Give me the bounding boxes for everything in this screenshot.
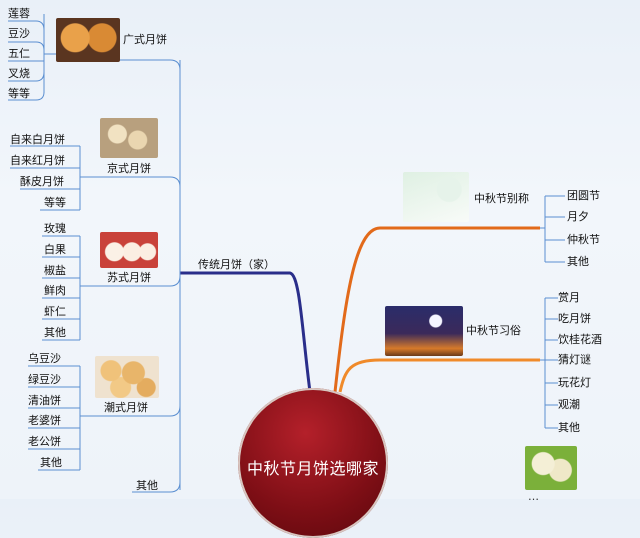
cantonese-item: 五仁 xyxy=(8,47,30,60)
chaozhou-item: 绿豆沙 xyxy=(28,373,61,386)
customs-item: 饮桂花酒 xyxy=(558,333,602,346)
cantonese-item: 豆沙 xyxy=(8,27,30,40)
chaozhou-item: 其他 xyxy=(40,456,62,469)
lantern-night-image xyxy=(385,306,463,356)
traditional-mooncake-label: 传统月饼（家） xyxy=(198,258,275,271)
beijing-label: 京式月饼 xyxy=(107,162,151,175)
customs-item: 观潮 xyxy=(558,398,580,411)
suzhou-label: 苏式月饼 xyxy=(107,271,151,284)
alias-item: 仲秋节 xyxy=(567,233,600,246)
chaozhou-item: 清油饼 xyxy=(28,394,61,407)
center-topic-label: 中秋节月饼选哪家 xyxy=(246,459,379,478)
left-other-label: 其他 xyxy=(136,479,158,492)
beijing-item: 酥皮月饼 xyxy=(20,175,64,188)
alias-item: 其他 xyxy=(567,255,589,268)
alias-label: 中秋节别称 xyxy=(474,192,529,205)
chaozhou-item: 老公饼 xyxy=(28,435,61,448)
suzhou-item: 玫瑰 xyxy=(44,222,66,235)
customs-item: 其他 xyxy=(558,421,580,434)
alias-item: 月夕 xyxy=(567,210,589,223)
beijing-item: 自来白月饼 xyxy=(10,133,65,146)
bottom-mooncake-image xyxy=(525,446,577,490)
chaozhou-item: 乌豆沙 xyxy=(28,352,61,365)
beijing-item: 自来红月饼 xyxy=(10,154,65,167)
chaozhou-mooncake-image xyxy=(95,356,159,398)
cantonese-item: 叉烧 xyxy=(8,67,30,80)
suzhou-item: 虾仁 xyxy=(44,305,66,318)
customs-item: 吃月饼 xyxy=(558,312,591,325)
bottom-partial-label: … xyxy=(528,490,539,503)
cantonese-label: 广式月饼 xyxy=(123,33,167,46)
suzhou-item: 其他 xyxy=(44,326,66,339)
alias-item: 团圆节 xyxy=(567,189,600,202)
suzhou-item: 白果 xyxy=(44,243,66,256)
cantonese-mooncake-image xyxy=(56,18,120,62)
mindmap-connectors xyxy=(8,14,565,493)
customs-item: 玩花灯 xyxy=(558,376,591,389)
suzhou-mooncake-image xyxy=(100,232,158,268)
chang-e-image xyxy=(403,172,469,222)
cantonese-item: 等等 xyxy=(8,87,30,100)
customs-item: 赏月 xyxy=(558,291,580,304)
customs-item: 猜灯谜 xyxy=(558,353,591,366)
suzhou-item: 椒盐 xyxy=(44,264,66,277)
beijing-mooncake-image xyxy=(100,118,158,158)
beijing-item: 等等 xyxy=(44,196,66,209)
chaozhou-item: 老婆饼 xyxy=(28,414,61,427)
suzhou-item: 鲜肉 xyxy=(44,284,66,297)
cantonese-item: 莲蓉 xyxy=(8,7,30,20)
customs-label: 中秋节习俗 xyxy=(466,324,521,337)
chaozhou-label: 潮式月饼 xyxy=(104,401,148,414)
